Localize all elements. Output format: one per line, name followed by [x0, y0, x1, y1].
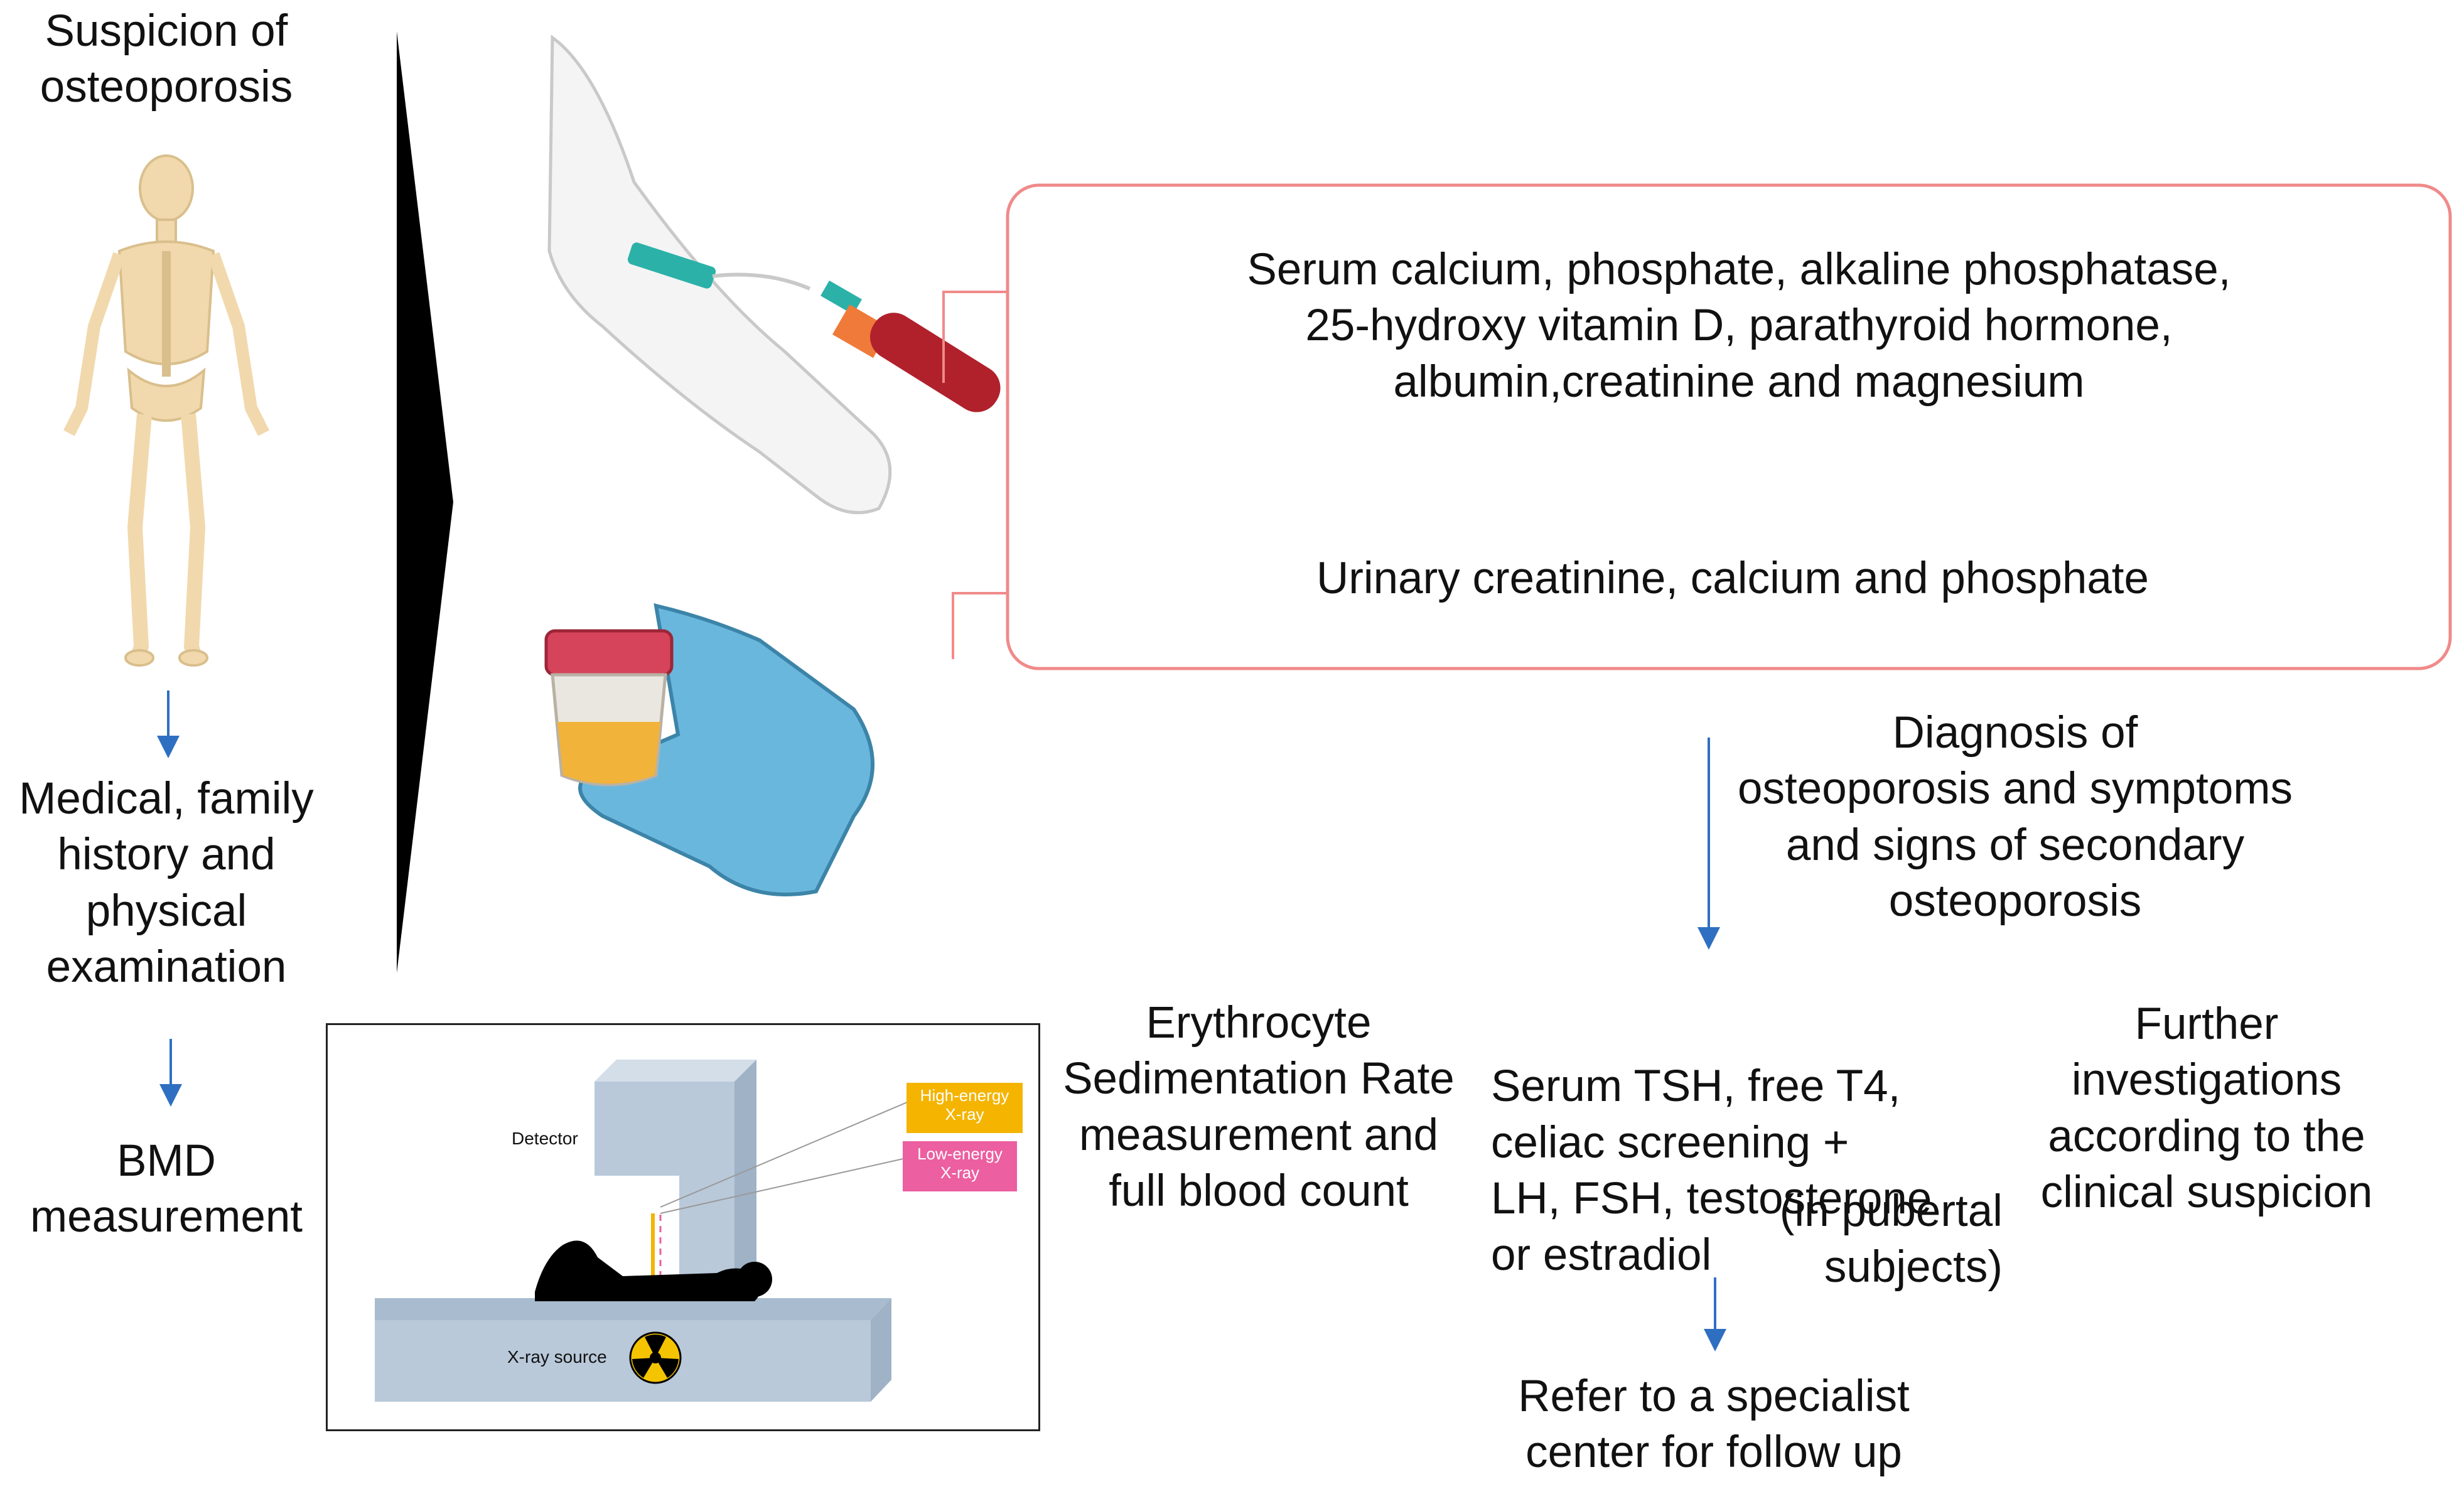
urinary-tests: Urinary creatinine, calcium and phosphat… — [1316, 554, 2149, 603]
urine-connector — [952, 592, 1008, 659]
flow-chevron — [397, 31, 453, 973]
urine-sample-illustration — [544, 603, 874, 896]
lab-tests-box — [1006, 183, 2452, 670]
skeleton-illustration — [63, 154, 269, 667]
xray-source-label: X-ray source — [507, 1347, 607, 1367]
step-bmd: BMD measurement — [30, 1136, 303, 1242]
esr-test: Erythrocyte Sedimentation Rate measureme… — [1063, 998, 1455, 1217]
step-history: Medical, family history and physical exa… — [19, 774, 314, 992]
detector-label: Detector — [512, 1129, 578, 1148]
referral-text: Refer to a specialist center for follow … — [1518, 1372, 1910, 1478]
hormone-tests: Serum TSH, free T4, celiac screening + L… — [1491, 1002, 1999, 1283]
serum-tests: Serum calcium, phosphate, alkaline phosp… — [1247, 245, 2231, 407]
further-investigations: Further investigations according to the … — [2040, 999, 2373, 1218]
high-energy-tag: High-energy X-ray — [907, 1083, 1023, 1133]
dxa-illustration: Detector High-energy X-ray Low-energy X-… — [326, 1023, 1040, 1431]
low-energy-tag: Low-energy X-ray — [903, 1141, 1017, 1191]
hormone-tests-note: (in pubertal subjects) — [1779, 1186, 2003, 1292]
dxa-machine-graphic — [375, 1060, 912, 1402]
serum-connector — [942, 291, 1008, 383]
step-suspicion: Suspicion of osteoporosis — [40, 6, 293, 112]
blood-draw-illustration — [547, 35, 1001, 515]
diagnosis-text: Diagnosis of osteoporosis and symptoms a… — [1738, 708, 2293, 927]
hormone-tests-main: Serum TSH, free T4, celiac screening + L… — [1491, 1061, 1932, 1280]
